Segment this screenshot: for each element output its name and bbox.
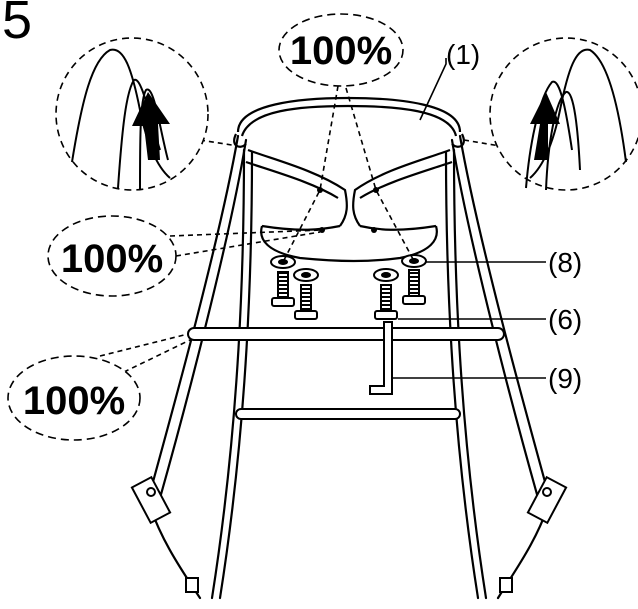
detail-magnifier-left (55, 37, 209, 191)
bolt (374, 284, 398, 320)
callout-washer: (8) (426, 247, 582, 278)
lower-crossbar (235, 408, 461, 420)
step-number: 5 (2, 0, 32, 50)
tighten-bubble-left-upper: 100% (47, 215, 177, 297)
bolts (271, 269, 426, 320)
part-label-washer: (8) (548, 247, 582, 278)
seat (233, 96, 465, 263)
up-arrow-icon (530, 92, 560, 160)
part-label-bolt: (6) (548, 304, 582, 335)
callout-seat: (1) (419, 39, 480, 121)
washers (270, 254, 427, 282)
tighten-label-top: 100% (290, 29, 392, 73)
up-arrow-icon (132, 92, 170, 160)
callout-allen-key: (9) (392, 363, 582, 394)
bolt (271, 271, 295, 307)
chair-frame (146, 134, 552, 600)
tighten-bubble-left-lower: 100% (7, 355, 141, 441)
bolt (294, 284, 318, 320)
part-label-seat: (1) (446, 39, 480, 70)
upper-crossbar (187, 327, 505, 341)
tighten-label-left-upper: 100% (61, 237, 163, 281)
part-label-allen-key: (9) (548, 363, 582, 394)
foot-caps (185, 577, 513, 593)
bolt (402, 269, 426, 305)
allen-key (369, 321, 393, 395)
tighten-bubble-top: 100% (278, 13, 404, 87)
guide-lines (99, 85, 501, 373)
tighten-label-left-lower: 100% (23, 379, 125, 423)
detail-magnifier-right (489, 37, 638, 191)
leg-hinges (130, 475, 568, 525)
crossbars (187, 327, 505, 420)
seat-holes (317, 187, 379, 233)
callout-bolt: (6) (398, 304, 582, 335)
